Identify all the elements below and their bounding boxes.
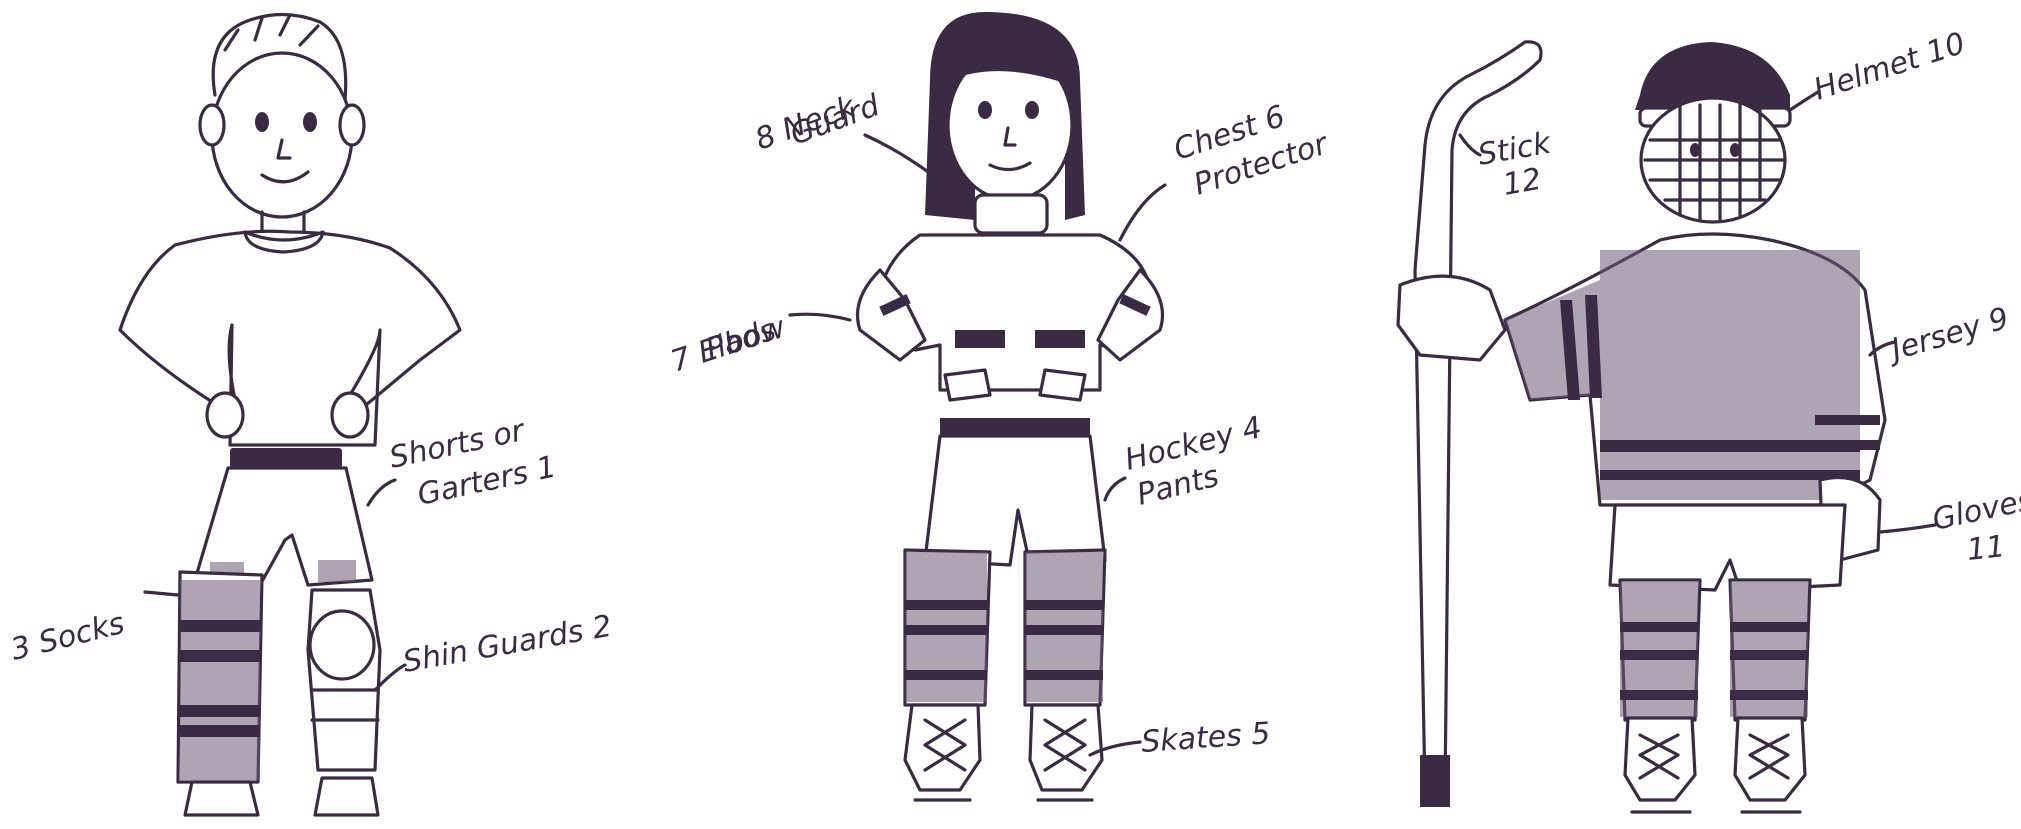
figure-girl — [858, 12, 1163, 800]
label-socks: 3 Socks — [7, 606, 128, 668]
figure-player — [1398, 42, 1885, 812]
label-helmet: Helmet 10 — [1810, 26, 1970, 108]
label-jersey: Jersey 9 — [1883, 301, 2013, 369]
label-stick-line2: 12 — [1500, 162, 1544, 203]
label-gloves-line2: 11 — [1965, 529, 2007, 568]
label-gloves-line1: Gloves — [1929, 482, 2021, 537]
label-skates: Skates 5 — [1140, 716, 1271, 760]
label-shin-guards: Shin Guards 2 — [400, 609, 614, 680]
figure-boy — [120, 14, 460, 815]
label-elbow-pads-line2: Pads — [702, 312, 780, 367]
